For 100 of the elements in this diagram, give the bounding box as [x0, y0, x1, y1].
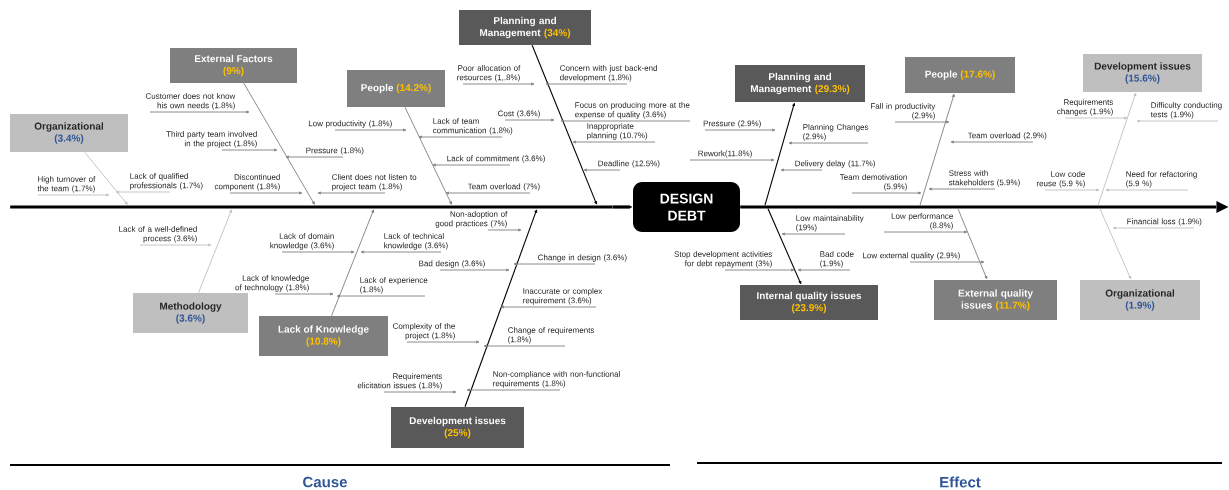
arrow — [418, 135, 503, 139]
cause-text: Bad design (3.6%) — [419, 260, 485, 268]
cause-text: Team demotivation (5.9%) — [839, 174, 907, 191]
bone-arrow — [464, 209, 538, 408]
arrow — [466, 388, 561, 392]
category-box: Organizational (3.4%) — [10, 114, 128, 152]
cause-text: Pressure (2.9%) — [703, 120, 761, 128]
arrow — [432, 163, 511, 167]
arrow — [851, 191, 922, 195]
arrow — [317, 191, 386, 195]
cause-text: Stop development activities for debt repayment (3%) — [674, 251, 772, 268]
arrow — [781, 232, 846, 236]
cause-text: Fall in productivity (2.9%) — [871, 103, 936, 120]
arrow — [583, 168, 621, 172]
arrow — [928, 187, 996, 191]
cause-text: Low code reuse (5.9 %) — [1036, 171, 1085, 188]
section-title: Effect — [940, 476, 981, 488]
category-box: People (14.2%) — [347, 70, 445, 107]
cause-text: Requirements changes (1.9%) — [1057, 99, 1113, 116]
arrow — [274, 292, 334, 296]
bone-arrow — [1099, 208, 1132, 280]
arrow — [439, 268, 510, 272]
arrow — [487, 228, 522, 232]
cause-text: Financial loss (1.9%) — [1127, 218, 1202, 226]
arrow — [500, 305, 597, 309]
arrow — [909, 260, 985, 264]
bone-arrow — [198, 209, 232, 294]
cause-text: Change of requirements (1.8%) — [508, 327, 595, 344]
arrow — [545, 82, 628, 86]
arrow — [560, 119, 691, 123]
section-title: Cause — [303, 476, 347, 488]
cause-text: Low productivity (1.8%) — [308, 120, 392, 128]
cause-text: High turnover of the team (1.7%) — [37, 176, 96, 193]
arrow — [513, 262, 596, 266]
cause-text: Non-compliance with non-functional requirements (1.8%) — [493, 371, 620, 388]
arrow — [285, 155, 344, 159]
arrow — [894, 120, 950, 124]
arrow — [281, 250, 355, 254]
cause-text: Lack of commitment (3.6%) — [447, 155, 545, 163]
arrow — [689, 158, 775, 162]
arrow — [406, 340, 480, 344]
bone-arrow — [84, 151, 128, 205]
bone-arrow — [531, 44, 597, 205]
category-box: Organizational (1.9%) — [1080, 280, 1200, 320]
cause-text: Concern with just back-end development (1.8%) — [560, 65, 657, 82]
cause-text: Inappropriate planning (10.7%) — [587, 123, 648, 140]
cause-text: Delivery delay (11.7%) — [795, 160, 875, 168]
arrow — [229, 191, 303, 195]
bone-arrow — [331, 209, 375, 317]
category-box: Development issues (25%) — [391, 407, 524, 448]
cause-text: Team overload (7%) — [467, 183, 540, 191]
cause-text: Lack of knowledge of technology (1.8%) — [235, 275, 309, 292]
category-box: Methodology (3.6%) — [133, 293, 248, 333]
cause-text: Lack of experience (1.8%) — [360, 277, 428, 294]
spine-arrow — [740, 201, 1229, 213]
cause-text: Lack of qualified professionals (1.7%) — [130, 173, 203, 190]
cause-text: Complexity of the project (1.8%) — [393, 323, 455, 340]
cause-text: Third party team involved in the project (1.8%) — [166, 131, 257, 148]
arrow — [704, 128, 776, 132]
cause-text: Lack of a well-defined process (3.6%) — [119, 226, 197, 243]
cause-text: Cost (3.6%) — [498, 110, 540, 118]
problem-box: DESIGN DEBT — [633, 182, 740, 232]
arrow — [336, 294, 426, 298]
cause-text: Poor allocation of resources (1,.8%) — [457, 65, 521, 82]
category-box: Planning and Management (29.3%) — [735, 65, 865, 102]
arrow — [780, 168, 823, 172]
cause-text: Low external quality (2.9%) — [863, 252, 960, 260]
arrow — [572, 140, 656, 144]
arrow — [797, 268, 851, 272]
cause-text: Low performance (8.8%) — [891, 213, 953, 230]
bone-arrow — [1097, 92, 1137, 206]
cause-text: Client does not listen to project team (1.8%) — [332, 174, 417, 191]
cause-text: Low maintainability (19%) — [796, 215, 864, 232]
cause-text: Discontinued component (1.8%) — [214, 174, 280, 191]
cause-text: Lack of domain knowledge (3.6%) — [270, 233, 334, 250]
cause-text: Inaccurate or complex requirement (3.6%) — [523, 288, 603, 305]
arrow — [360, 250, 442, 254]
arrow — [462, 82, 535, 86]
bone-arrow — [243, 82, 315, 205]
arrow — [483, 344, 566, 348]
bone-arrow — [404, 106, 452, 205]
cause-text: Non-adoption of good practices (7%) — [435, 211, 508, 228]
category-box: Internal quality issues (23.9%) — [740, 285, 878, 320]
bone-arrow — [919, 93, 955, 206]
cause-text: Planning Changes (2.9%) — [803, 124, 869, 141]
cause-text: Team overload (2.9%) — [967, 132, 1047, 140]
category-box: People (17.6%) — [905, 57, 1015, 93]
category-box: Lack of Knowledge (10.8%) — [259, 316, 388, 356]
arrow — [334, 128, 407, 132]
arrow — [504, 118, 555, 122]
cause-text: Need for refactoring (5.9 %) — [1126, 171, 1197, 188]
cause-text: Customer does not know his own needs (1.8%) — [145, 93, 236, 110]
category-box: Planning and Management (34%) — [459, 10, 591, 45]
cause-text: Focus on producing more at the expense of quality (3.6%) — [575, 102, 690, 119]
bone-arrow — [764, 102, 796, 206]
arrow — [221, 148, 278, 152]
cause-text: Requirements elicitation issues (1.8%) — [357, 373, 442, 390]
arrow — [445, 191, 531, 195]
arrow — [883, 230, 968, 234]
cause-text: Lack of technical knowledge (3.6%) — [384, 233, 448, 250]
